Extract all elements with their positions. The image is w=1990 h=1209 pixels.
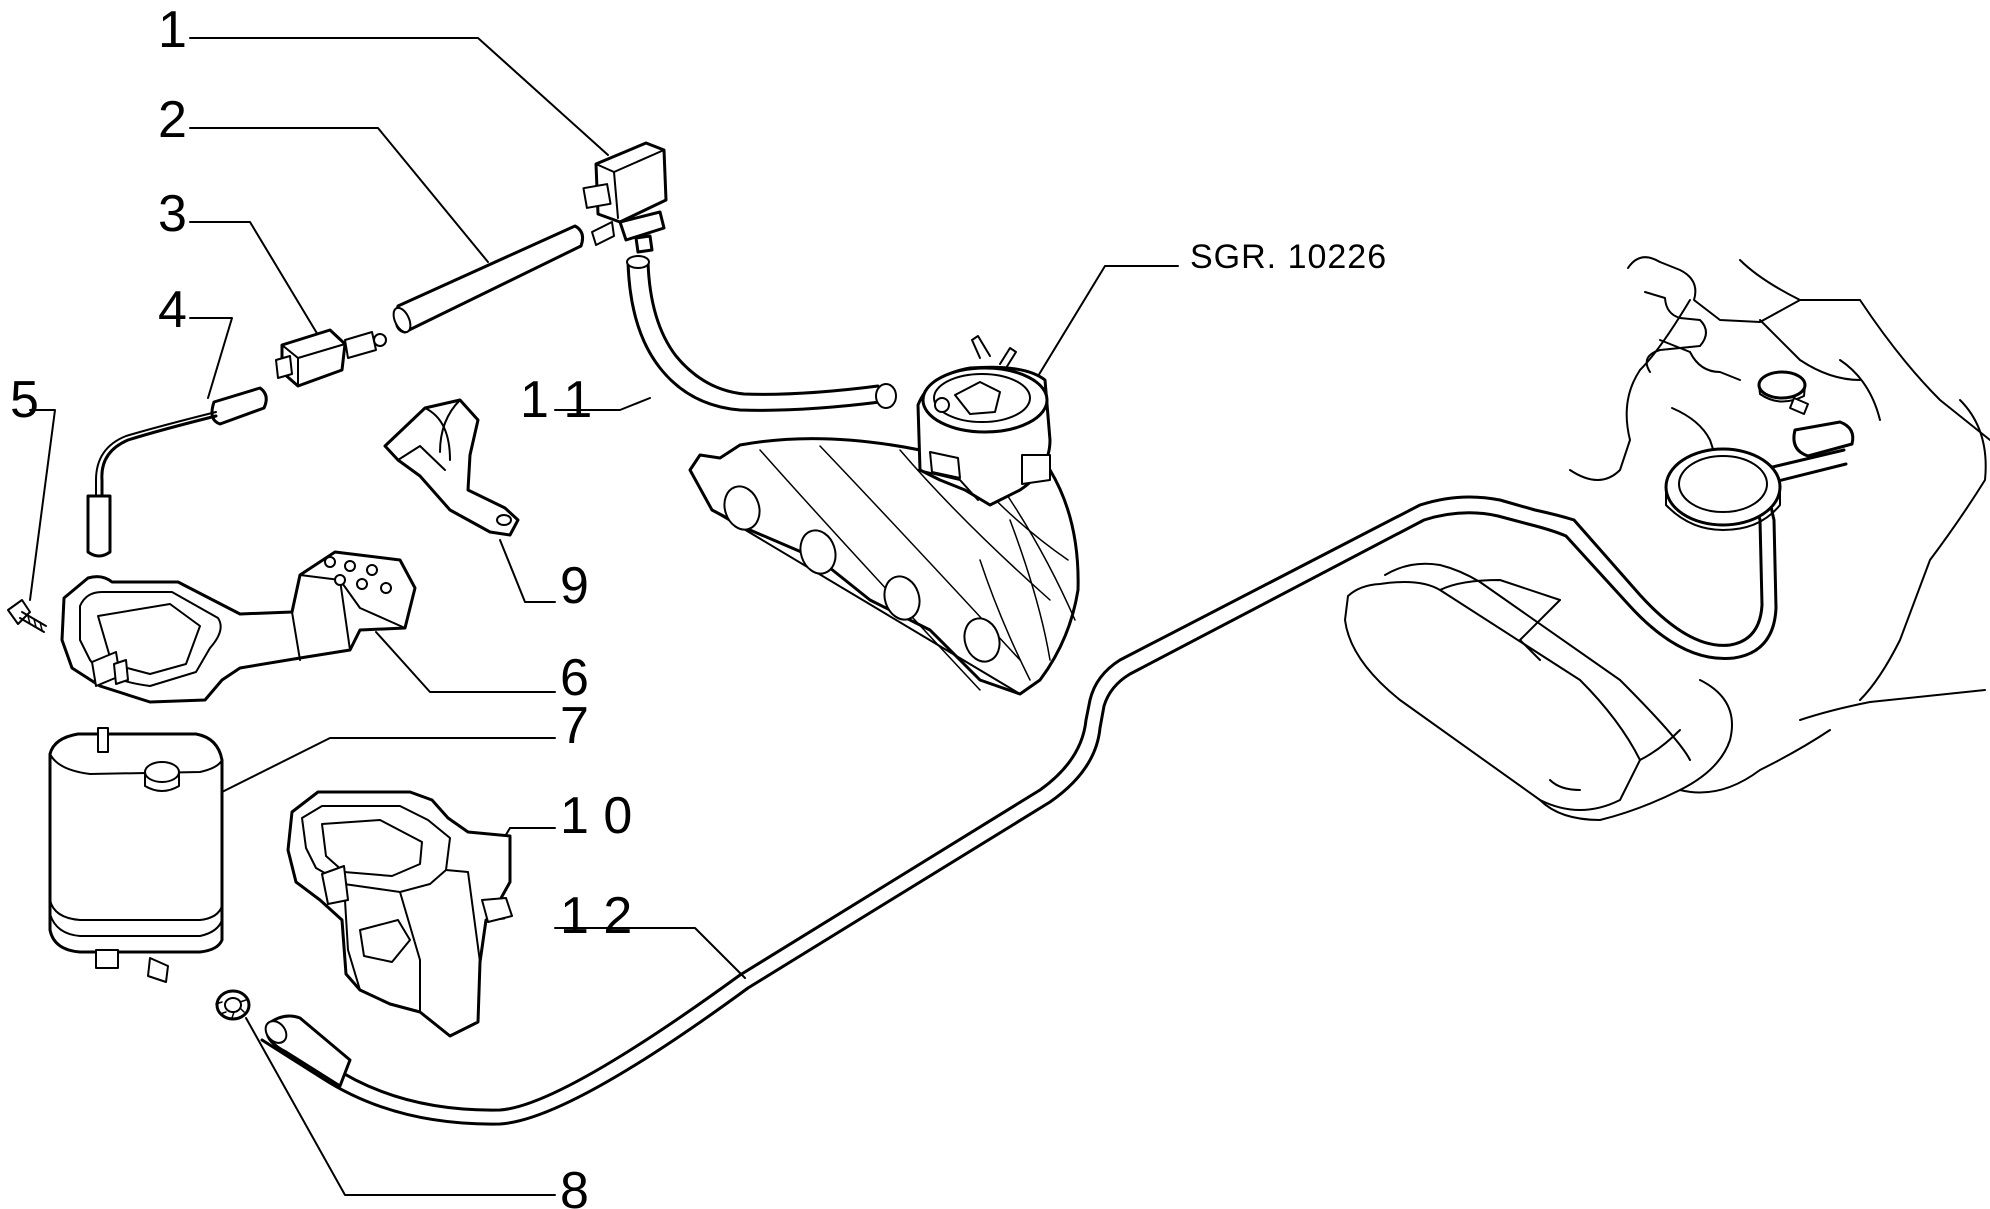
part-10-bracket: [286, 790, 513, 1038]
part-5-screw: [7, 599, 47, 633]
callout-5: 5: [10, 371, 39, 429]
part-8-clamp: [215, 989, 251, 1021]
part-6-bracket: [60, 550, 417, 704]
leader-5: [29, 409, 56, 601]
leader-6: [375, 631, 556, 693]
leader-3: [189, 221, 319, 336]
reference-label: SGR. 10226: [1190, 238, 1388, 276]
part-12-pipe: [260, 420, 1855, 1126]
callout-8: 8: [560, 1162, 589, 1209]
leader-4: [189, 317, 233, 399]
callout-12: 1 2: [560, 887, 633, 945]
callout-10: 1 0: [560, 787, 633, 845]
leader-lines: [29, 37, 1179, 1196]
callout-4: 4: [158, 281, 187, 339]
leader-2: [189, 127, 489, 263]
part-2-hose: [392, 221, 615, 334]
leader-9: [499, 539, 556, 603]
part-4-wire: [86, 386, 268, 558]
part-9-clip: [383, 398, 520, 537]
callout-11: 1 1: [520, 371, 593, 429]
callout-3: 3: [158, 185, 187, 243]
leader-12: [554, 927, 746, 979]
callout-7: 7: [560, 697, 589, 755]
intake-manifold: [688, 335, 1080, 696]
part-7-canister: [48, 727, 224, 983]
callout-1: 1: [158, 1, 187, 59]
leader-11: [554, 397, 651, 411]
leader-7: [221, 737, 556, 793]
leader-8: [245, 1017, 556, 1196]
part-11-hose: [626, 255, 897, 412]
fuel-tank: [1344, 256, 1990, 821]
part-3-sensor: [275, 328, 387, 388]
leader-1: [189, 37, 609, 156]
part-1-solenoid-valve: [582, 141, 668, 254]
callout-9: 9: [560, 557, 589, 615]
callout-6: 6: [560, 649, 589, 707]
callout-2: 2: [158, 91, 187, 149]
leader-sgr: [1031, 265, 1179, 387]
